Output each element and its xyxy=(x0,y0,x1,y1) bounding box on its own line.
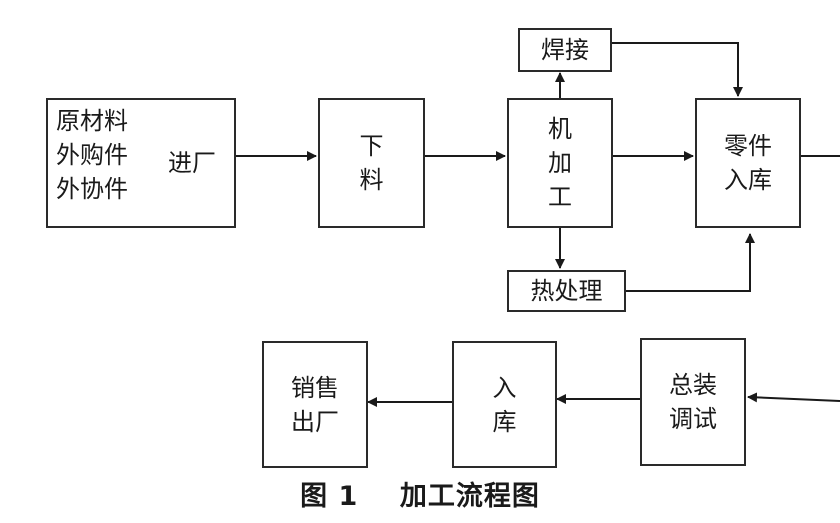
arrow-welding-to-parts xyxy=(612,42,743,97)
arrow-into-assembly xyxy=(747,392,840,403)
assembly-debug-box: 总装 调试 xyxy=(640,338,746,466)
sales-shipment-box: 销售 出厂 xyxy=(262,341,368,468)
heat-treatment-label: 热处理 xyxy=(530,277,603,305)
arrow-heat-to-parts xyxy=(626,233,755,292)
parts-storage-box: 零件 入库 xyxy=(695,98,801,228)
sales-shipment-label: 销售 出厂 xyxy=(291,373,339,436)
enter-factory-label: 进厂 xyxy=(168,149,216,177)
heat-treatment-box: 热处理 xyxy=(507,270,626,312)
welding-label: 焊接 xyxy=(541,36,589,64)
figure-caption: 图 1 加工流程图 xyxy=(300,481,540,512)
storage-box: 入 库 xyxy=(452,341,557,468)
blanking-label: 下 料 xyxy=(359,132,384,194)
machining-label: 机 加 工 xyxy=(548,115,572,211)
blanking-box: 下 料 xyxy=(318,98,425,228)
assembly-debug-label: 总装 调试 xyxy=(669,371,717,433)
welding-box: 焊接 xyxy=(518,28,612,72)
raw-materials-box: 原材料 外购件 外协件 进厂 xyxy=(46,98,236,228)
parts-storage-label: 零件 入库 xyxy=(724,132,772,194)
raw-materials-label: 原材料 外购件 外协件 xyxy=(56,107,128,203)
storage-label: 入 库 xyxy=(492,373,517,436)
machining-box: 机 加 工 xyxy=(507,98,613,228)
